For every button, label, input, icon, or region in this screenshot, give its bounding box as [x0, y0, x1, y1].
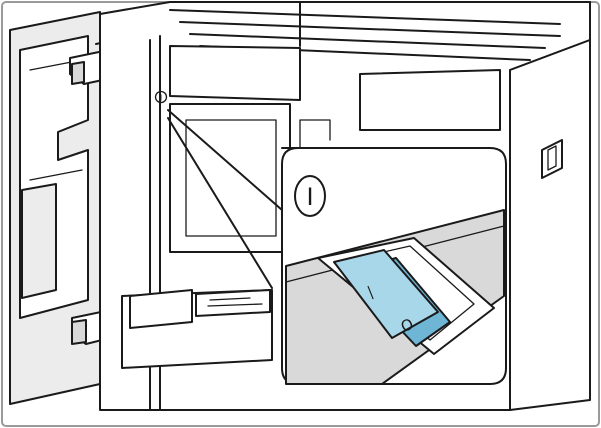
callout-pointer-lower — [167, 117, 273, 289]
power-symbol-small-text: I — [160, 94, 162, 103]
switch-on-mark: | — [365, 284, 375, 301]
rocker-switch[interactable] — [333, 249, 439, 339]
callout-pointer-upper — [167, 109, 283, 211]
power-symbol-large-text: I — [306, 183, 313, 211]
magnified-callout: | O I — [281, 147, 507, 385]
power-symbol-small-icon: I — [154, 90, 168, 104]
power-symbol-large-icon: I — [294, 175, 326, 217]
